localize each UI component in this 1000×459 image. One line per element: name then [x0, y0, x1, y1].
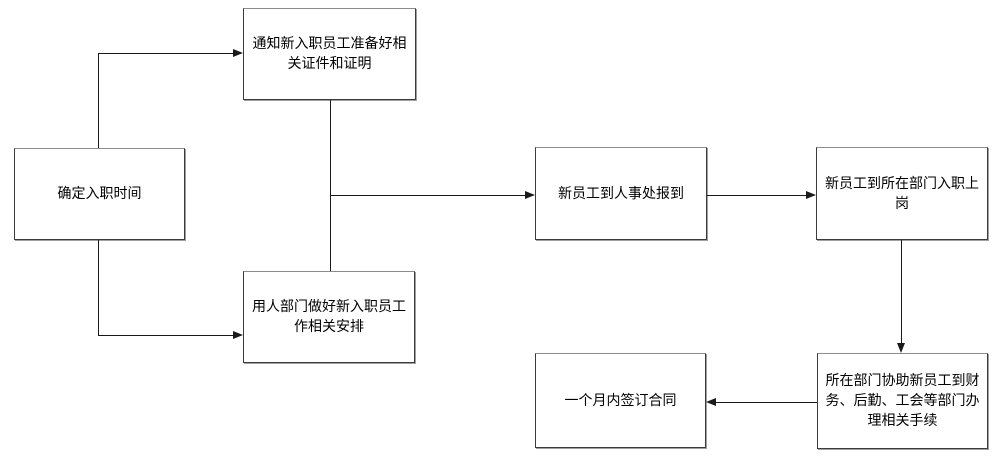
arrowhead-into-g-icon	[706, 398, 716, 406]
connector-junction-d-horizontal	[331, 195, 526, 196]
connector-f-g-horizontal	[715, 402, 817, 403]
connector-a-c-horizontal	[98, 335, 234, 336]
flow-node-assist-procedures: 所在部门协助新员工到财 务、后勤、工会等部门办 理相关手续	[817, 353, 988, 449]
flow-node-label: 一个月内签订合同	[564, 392, 677, 409]
arrowhead-into-f-icon	[897, 343, 905, 353]
flow-node-label: 确定入职时间	[57, 186, 142, 202]
arrowhead-into-c-icon	[233, 331, 243, 339]
flow-node-sign-contract-within-month: 一个月内签订合同	[535, 353, 706, 448]
connector-a-b-horizontal	[98, 53, 234, 54]
flow-node-label: 所在部门协助新员工到财 务、后勤、工会等部门办 理相关手续	[825, 373, 980, 429]
connector-b-c-vertical	[330, 100, 331, 271]
flow-node-label: 新员工到人事处报到	[558, 185, 684, 202]
flow-node-report-to-hr: 新员工到人事处报到	[535, 147, 707, 240]
flow-node-label: 通知新入职员工准备好相 关证件和证明	[252, 36, 407, 72]
arrowhead-into-d-icon	[525, 191, 535, 199]
flow-node-notify-prepare-documents: 通知新入职员工准备好相 关证件和证明	[243, 8, 416, 100]
connector-e-f-vertical	[901, 240, 902, 344]
flow-node-department-work-arrangement: 用人部门做好新入职员工 作相关安排	[243, 271, 415, 363]
connector-d-e-horizontal	[707, 195, 807, 196]
flow-node-start-work-in-department: 新员工到所在部门入职上 岗	[816, 147, 988, 240]
arrowhead-into-b-icon	[233, 49, 243, 57]
flow-node-label: 用人部门做好新入职员工 作相关安排	[252, 299, 406, 335]
flow-node-confirm-onboarding-time: 确定入职时间	[14, 148, 185, 240]
arrowhead-into-e-icon	[806, 191, 816, 199]
flow-node-label: 新员工到所在部门入职上 岗	[825, 175, 979, 212]
connector-a-b-vertical	[98, 53, 99, 148]
connector-a-c-vertical	[98, 240, 99, 336]
